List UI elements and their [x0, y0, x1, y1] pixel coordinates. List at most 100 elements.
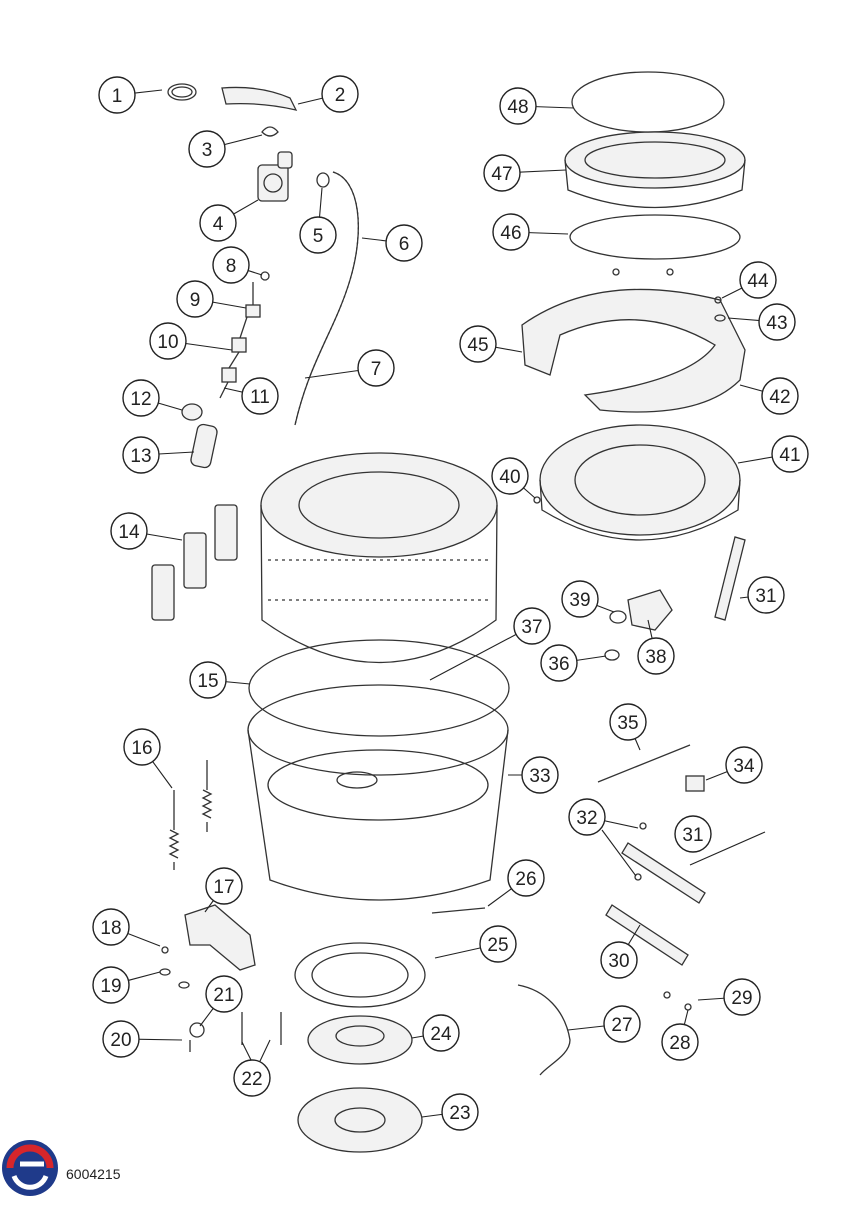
part-shock-absorber — [605, 904, 689, 966]
part-bracket — [184, 904, 256, 971]
callout-number: 17 — [213, 877, 234, 898]
callout-40: 40 — [491, 457, 529, 495]
callout-26: 26 — [507, 859, 545, 897]
callout-2: 2 — [321, 75, 359, 113]
callout-number: 3 — [202, 140, 213, 161]
callout-10: 10 — [149, 322, 187, 360]
callout-number: 20 — [110, 1030, 131, 1051]
brand-logo-icon — [0, 1134, 62, 1205]
part-valve — [257, 164, 289, 202]
part-small-clip — [685, 775, 705, 792]
callout-number: 42 — [769, 387, 790, 408]
callout-1: 1 — [98, 76, 136, 114]
part-nut — [181, 403, 203, 421]
part-screw — [260, 271, 270, 281]
callout-number: 34 — [733, 756, 755, 777]
callout-13: 13 — [122, 436, 160, 474]
callout-number: 12 — [130, 389, 151, 410]
part-top-ring — [571, 71, 725, 133]
callout-25: 25 — [479, 925, 517, 963]
callout-number: 48 — [507, 97, 528, 118]
part-rod — [597, 744, 691, 783]
callout-number: 21 — [213, 985, 234, 1006]
callout-31: 31 — [747, 576, 785, 614]
callout-31-secondary: 31 — [674, 815, 712, 853]
callout-4: 4 — [199, 204, 237, 242]
callout-35: 35 — [609, 703, 647, 741]
callout-37: 37 — [513, 607, 551, 645]
callout-5: 5 — [299, 216, 337, 254]
callout-12: 12 — [122, 379, 160, 417]
callout-11: 11 — [241, 377, 279, 415]
callout-number: 32 — [576, 808, 597, 829]
callout-27: 27 — [603, 1005, 641, 1043]
callout-36: 36 — [540, 644, 578, 682]
part-rotor — [307, 1015, 413, 1065]
document-code: 6004215 — [66, 1166, 121, 1182]
callout-number: 15 — [197, 671, 218, 692]
part-inlet-hose — [221, 86, 298, 111]
callout-number: 37 — [521, 617, 542, 638]
callout-42: 42 — [761, 377, 799, 415]
callout-number: 44 — [747, 271, 769, 292]
callout-number: 46 — [500, 223, 521, 244]
callout-19: 19 — [92, 966, 130, 1004]
callout-38: 38 — [637, 637, 675, 675]
part-hose-clamp — [167, 83, 197, 101]
callout-number: 23 — [449, 1103, 470, 1124]
part-long-bolt — [431, 907, 486, 914]
part-yoke — [521, 288, 746, 413]
callout-number: 14 — [118, 522, 140, 543]
callout-number: 4 — [213, 214, 224, 235]
callout-number: 40 — [499, 467, 520, 488]
callout-20: 20 — [102, 1020, 140, 1058]
part-clip — [261, 126, 279, 137]
part-bolt — [161, 946, 169, 954]
callout-6: 6 — [385, 224, 423, 262]
callout-number: 6 — [399, 234, 410, 255]
callout-number: 29 — [731, 988, 752, 1009]
callout-9: 9 — [176, 280, 214, 318]
callout-15: 15 — [189, 661, 227, 699]
callout-48: 48 — [499, 87, 537, 125]
part-drawings — [151, 71, 746, 1153]
callout-number: 26 — [515, 869, 536, 890]
callout-22: 22 — [233, 1059, 271, 1097]
callout-number: 41 — [779, 445, 800, 466]
part-wire-ring — [569, 214, 741, 260]
callout-33: 33 — [521, 756, 559, 794]
leader-lines — [110, 89, 791, 1118]
part-mount-plate — [294, 942, 426, 1008]
callout-34: 34 — [725, 746, 763, 784]
callout-number: 30 — [608, 951, 629, 972]
callout-44: 44 — [739, 261, 777, 299]
callout-number: 45 — [467, 335, 488, 356]
part-stator — [297, 1087, 423, 1153]
callout-number: 31 — [755, 586, 776, 607]
callout-number: 35 — [617, 713, 638, 734]
leader-line-37 — [429, 625, 533, 681]
part-weight — [151, 564, 175, 621]
callout-number: 7 — [371, 359, 382, 380]
part-cylinder — [190, 423, 218, 469]
callout-14: 14 — [110, 512, 148, 550]
callout-24: 24 — [422, 1014, 460, 1052]
callout-30: 30 — [600, 941, 638, 979]
callout-number: 22 — [241, 1069, 262, 1090]
callout-number: 2 — [335, 85, 346, 106]
callout-number: 9 — [190, 290, 201, 311]
part-small-clamp — [316, 172, 330, 188]
callout-number: 1 — [112, 86, 123, 107]
callout-28: 28 — [661, 1023, 699, 1061]
callout-39: 39 — [561, 580, 599, 618]
part-sensor-block — [245, 304, 261, 318]
callout-8: 8 — [212, 246, 250, 284]
part-gasket — [248, 639, 510, 737]
callout-number: 5 — [313, 226, 324, 247]
callout-29: 29 — [723, 978, 761, 1016]
callout-number: 39 — [569, 590, 590, 611]
part-spring — [168, 790, 180, 870]
part-drum — [260, 452, 498, 558]
